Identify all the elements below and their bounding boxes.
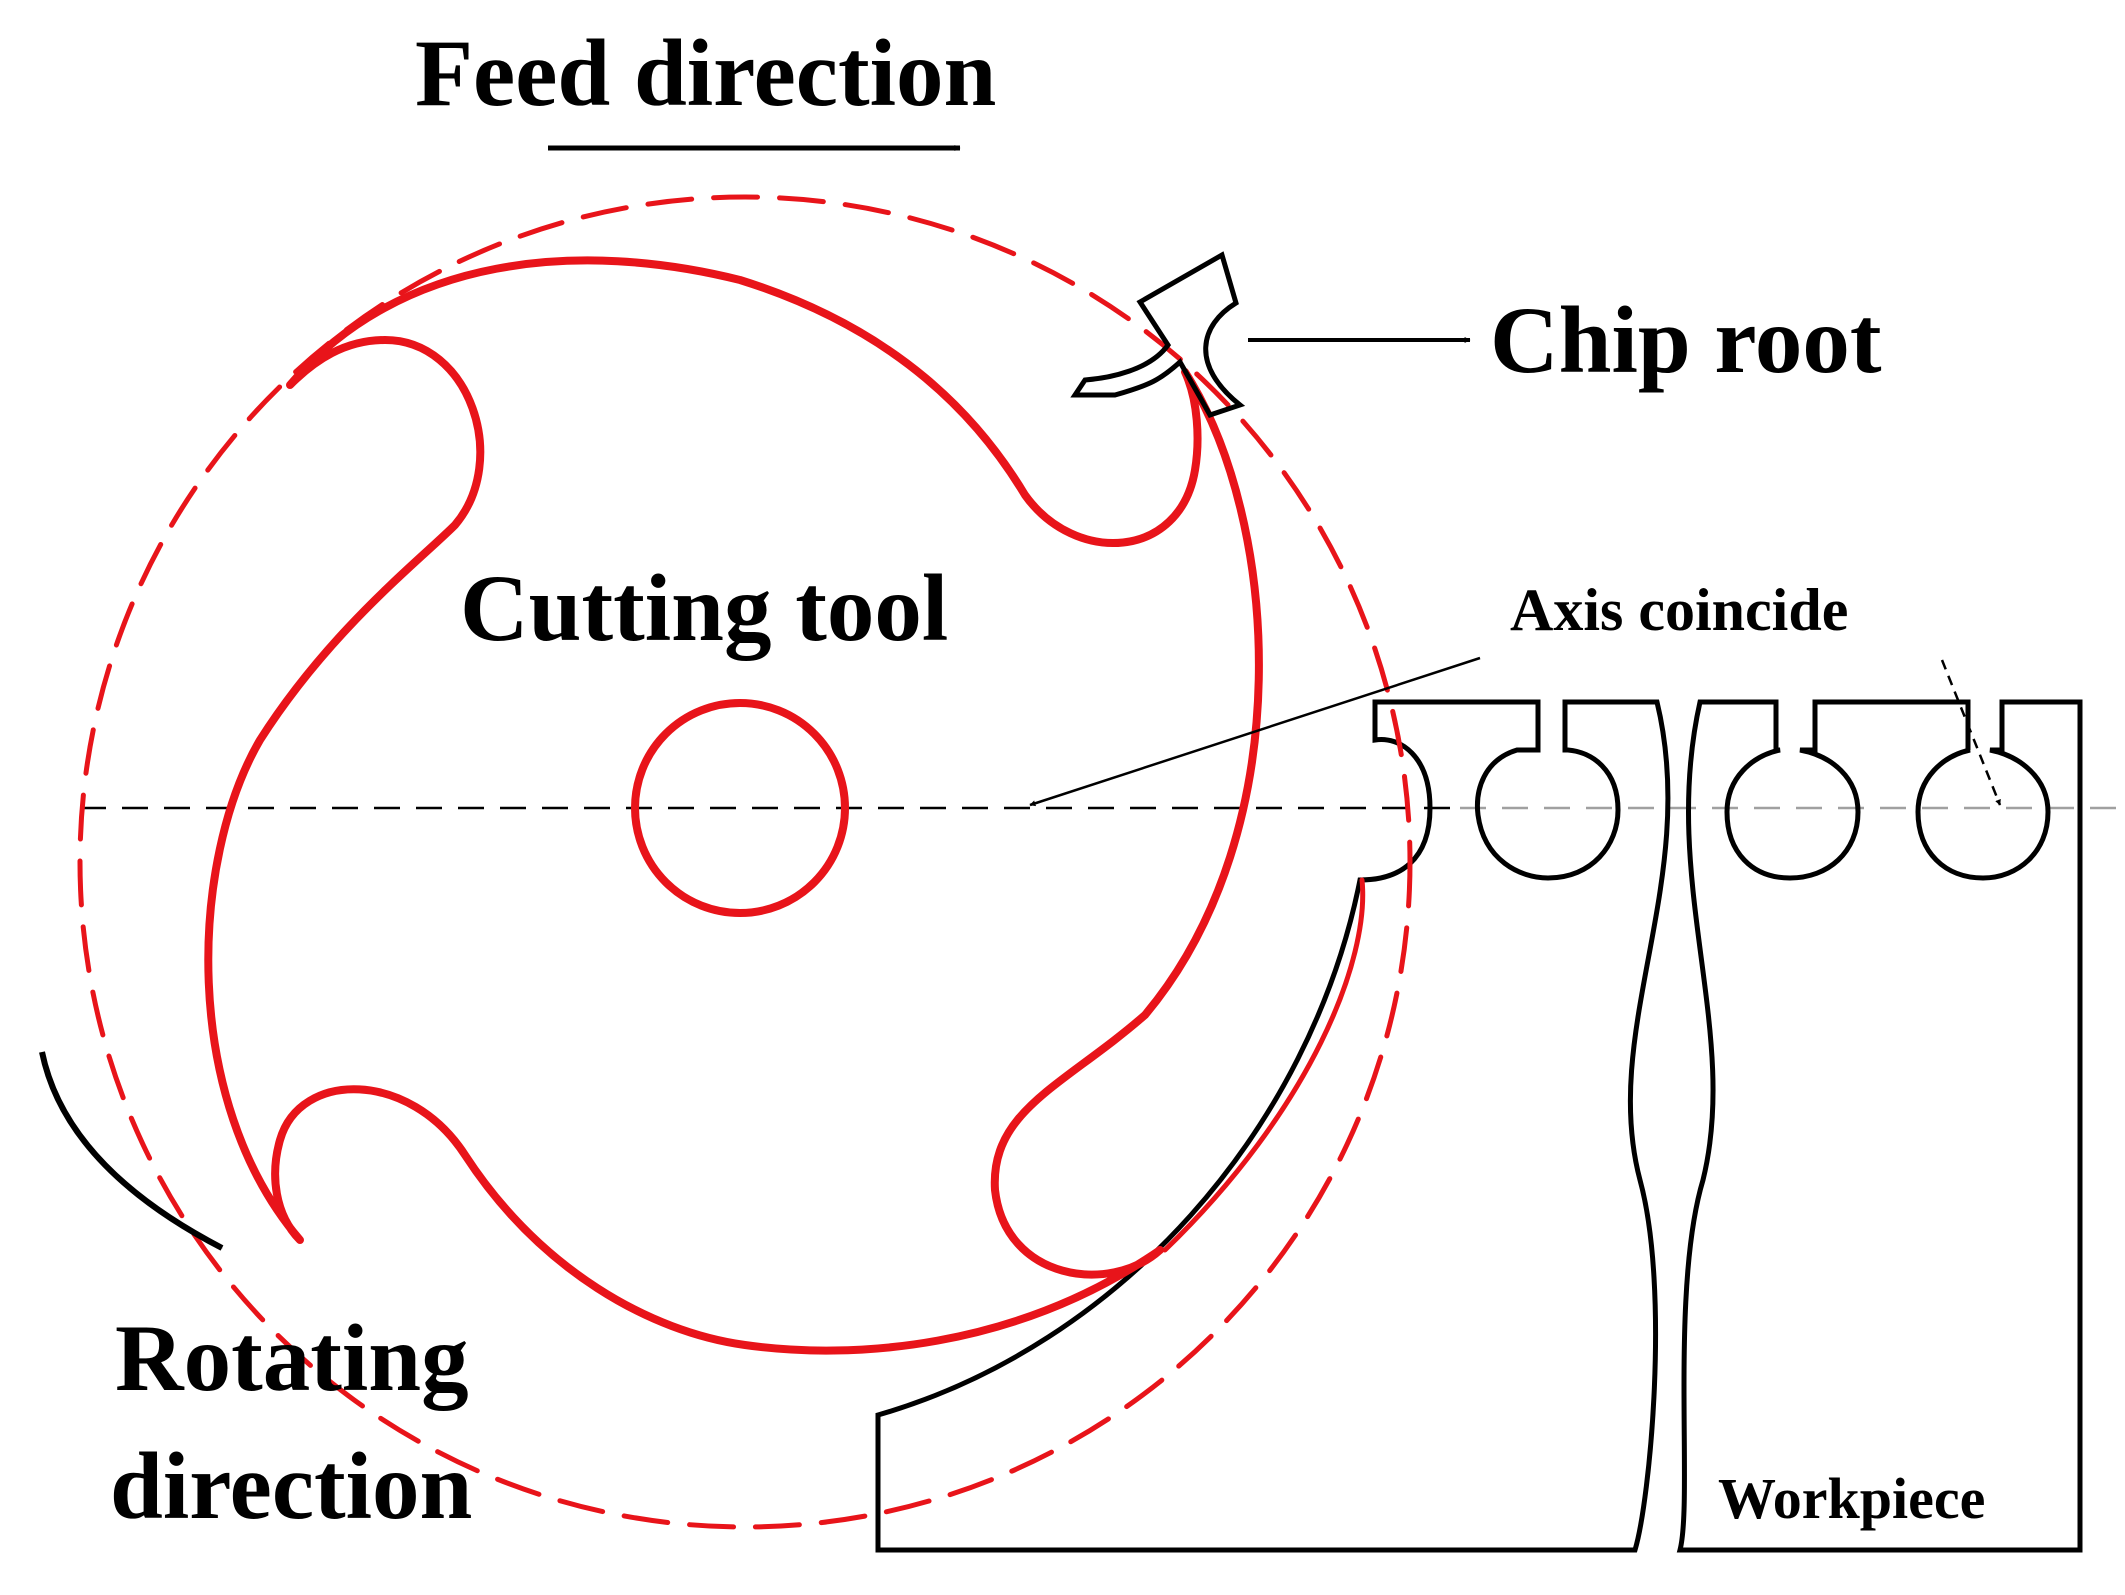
- chip-root-shape: [1070, 251, 1246, 419]
- workpiece-label: Workpiece: [1718, 1466, 1985, 1531]
- rotating-direction-label-line1: Rotating: [115, 1305, 469, 1411]
- tool-cut-arc: [1162, 877, 1366, 1253]
- axis-coincide-pointer-left: [1029, 656, 1481, 807]
- workpiece: [875, 699, 2083, 1553]
- cutting-tool-outline: [204, 256, 1263, 1355]
- tool-center-bore: [631, 699, 849, 917]
- workpiece-left-block-outline: [875, 699, 1671, 1553]
- cutting-tool-label: Cutting tool: [460, 555, 948, 661]
- rotating-direction-label-line2: direction: [110, 1433, 472, 1539]
- tool-envelope-circle: [77, 194, 1413, 1530]
- axis-coincide-label: Axis coincide: [1510, 577, 1848, 643]
- axis-coincide-pointer-right: [1940, 659, 2002, 806]
- workpiece-right-block-outline: [1676, 699, 2083, 1553]
- feed-direction-label: Feed direction: [415, 20, 996, 126]
- chip-root-label: Chip root: [1490, 287, 1882, 393]
- rotating-direction-arrow: [39, 1051, 224, 1251]
